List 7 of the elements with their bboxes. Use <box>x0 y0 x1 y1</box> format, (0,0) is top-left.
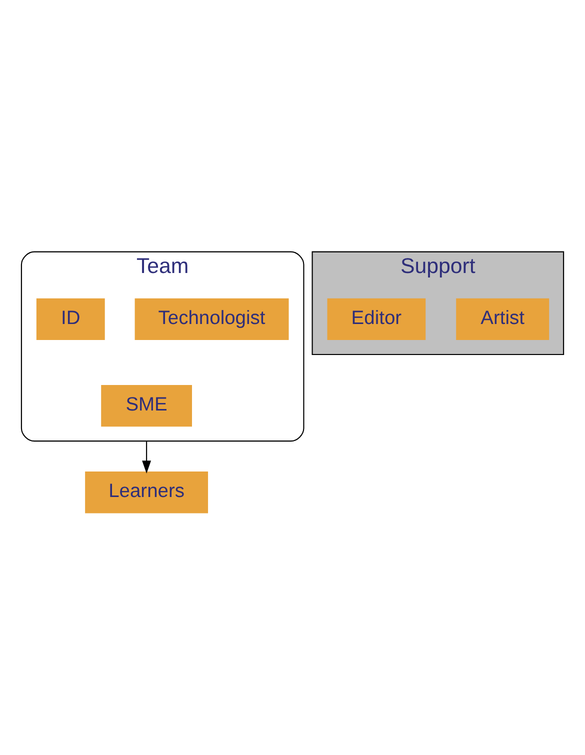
node-box: Technologist <box>134 298 289 340</box>
node-box: ID <box>36 298 105 340</box>
node-box: Artist <box>456 298 550 340</box>
node-box: Editor <box>327 298 426 340</box>
node-box: SME <box>101 384 192 426</box>
arrow <box>142 440 152 473</box>
node-box: Learners <box>85 471 208 513</box>
